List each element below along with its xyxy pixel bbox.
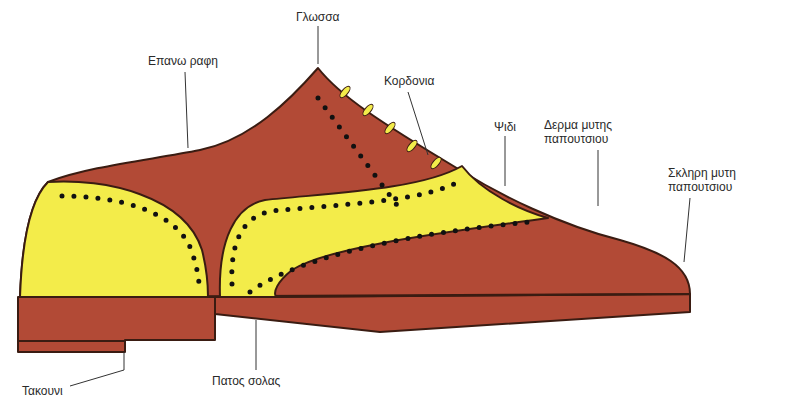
- sole: [215, 294, 690, 332]
- leader-line: [598, 150, 599, 206]
- shoe-upper: [20, 68, 690, 297]
- wing-stitching: [232, 180, 462, 284]
- heel: [18, 297, 215, 352]
- leader-line: [505, 136, 506, 186]
- part-label: Πατος σολας: [212, 374, 280, 388]
- eyelet: [338, 85, 352, 100]
- leader-line: [185, 72, 188, 148]
- leader-line: [408, 92, 428, 155]
- part-label: Δερμα μυτης παπουτσιου: [544, 118, 652, 146]
- eyelet: [429, 156, 443, 171]
- heel-counter: [20, 181, 208, 297]
- heel-stitching: [62, 196, 199, 286]
- eyelet: [361, 103, 375, 118]
- eyelet: [405, 139, 419, 154]
- part-label: Γλωσσα: [296, 10, 340, 24]
- heel-line: [18, 340, 125, 342]
- leader-line: [318, 26, 319, 64]
- leader-line: [70, 352, 124, 386]
- leader-line: [256, 320, 257, 370]
- part-label: Ψιδι: [494, 120, 516, 134]
- lace-stitching: [318, 98, 402, 212]
- part-label: Τακουνι: [22, 384, 63, 398]
- part-label: Σκληρη μυτη παπουτσιου: [668, 166, 772, 194]
- part-label: Κορδονια: [384, 74, 434, 88]
- eyelet: [383, 121, 397, 136]
- leader-line: [684, 198, 690, 262]
- vamp-stitching: [250, 222, 530, 292]
- sole-top-line: [276, 294, 690, 297]
- part-label: Επανω ραφη: [148, 54, 218, 68]
